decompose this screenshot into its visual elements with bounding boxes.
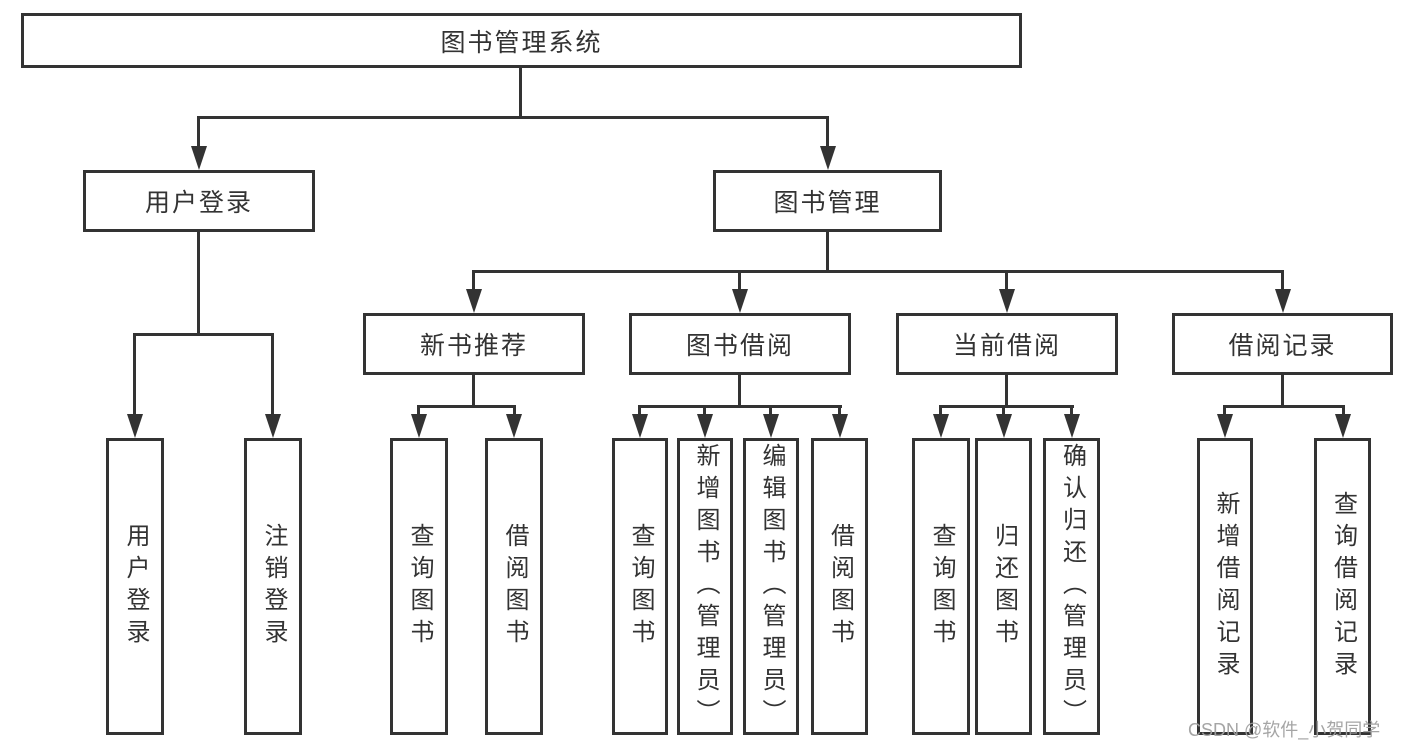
arrow-down-icon xyxy=(763,414,779,438)
node-current-borrowing: 当前借阅 xyxy=(896,313,1118,375)
node-book-borrowing: 图书借阅 xyxy=(629,313,851,375)
node-label: 用户登录 xyxy=(144,189,253,217)
leaf-query-books-current: 查询图书 xyxy=(912,438,970,735)
arrow-down-icon xyxy=(933,414,949,438)
connector-user-login-horizontal xyxy=(133,333,274,336)
leaf-label: 归还图书 xyxy=(990,522,1018,651)
connector-stem xyxy=(472,375,475,407)
arrow-down-icon xyxy=(411,414,427,438)
connector-stem xyxy=(738,375,741,407)
csdn-watermark: CSDN @软件_小贺同学 xyxy=(1188,720,1381,740)
connector-arrow-stem xyxy=(1281,270,1284,291)
node-label: 当前借阅 xyxy=(952,332,1061,360)
node-new-book-recommend: 新书推荐 xyxy=(363,313,585,375)
leaf-add-book-admin: 新增图书（管理员） xyxy=(677,438,733,735)
connector-arrow-stem xyxy=(738,270,741,291)
leaf-borrow-books-borrowing: 借阅图书 xyxy=(811,438,868,735)
connector-arrow-stem xyxy=(703,405,706,416)
arrow-down-icon xyxy=(999,289,1015,313)
connector-arrow-stem xyxy=(939,405,942,416)
arrow-down-icon xyxy=(632,414,648,438)
connector-arrow-stem xyxy=(513,405,516,416)
arrow-down-icon xyxy=(1217,414,1233,438)
leaf-borrow-books-recommend: 借阅图书 xyxy=(485,438,543,735)
connector-arrow-stem xyxy=(1005,270,1008,291)
leaf-label: 借阅图书 xyxy=(826,522,854,651)
connector-stem xyxy=(1005,375,1008,407)
leaf-query-books-borrowing: 查询图书 xyxy=(612,438,668,735)
arrow-down-icon xyxy=(996,414,1012,438)
leaf-return-books: 归还图书 xyxy=(975,438,1032,735)
node-label: 图书借阅 xyxy=(685,332,794,360)
leaf-query-borrow-record: 查询借阅记录 xyxy=(1314,438,1371,735)
node-label: 图书管理系统 xyxy=(440,28,603,57)
connector-arrow-stem xyxy=(1070,405,1073,416)
connector-horizontal xyxy=(417,405,516,408)
leaf-label: 编辑图书（管理员） xyxy=(758,442,785,731)
connector-book-mgmt-horizontal xyxy=(472,270,1284,273)
connector-horizontal xyxy=(939,405,1074,408)
leaf-label: 确认归还（管理员） xyxy=(1058,442,1086,731)
arrow-down-icon xyxy=(265,414,281,438)
connector-arrow-stem xyxy=(1223,405,1226,416)
arrow-down-icon xyxy=(466,289,482,313)
connector-book-mgmt-stem xyxy=(826,232,829,272)
leaf-label: 注销登录 xyxy=(260,522,287,651)
leaf-label: 查询图书 xyxy=(928,522,955,651)
connector-arrow-stem xyxy=(133,333,136,416)
leaf-label: 借阅图书 xyxy=(501,522,528,651)
connector-horizontal xyxy=(1223,405,1345,408)
connector-root-stem xyxy=(519,68,522,118)
connector-arrow-stem xyxy=(417,405,420,416)
leaf-label: 新增图书（管理员） xyxy=(692,442,719,731)
connector-arrow-stem xyxy=(769,405,772,416)
leaf-label: 新增借阅记录 xyxy=(1212,490,1239,683)
connector-arrow-stem xyxy=(826,116,829,148)
node-label: 图书管理 xyxy=(773,189,882,217)
connector-stem xyxy=(1281,375,1284,407)
node-borrowing-records: 借阅记录 xyxy=(1172,313,1393,375)
leaf-logout: 注销登录 xyxy=(244,438,302,735)
arrow-down-icon xyxy=(820,146,836,170)
connector-arrow-stem xyxy=(1342,405,1345,416)
leaf-edit-book-admin: 编辑图书（管理员） xyxy=(743,438,799,735)
leaf-user-login: 用户登录 xyxy=(106,438,164,735)
arrow-down-icon xyxy=(191,146,207,170)
connector-user-login-stem xyxy=(197,232,200,335)
node-book-management: 图书管理 xyxy=(713,170,942,232)
connector-arrow-stem xyxy=(1002,405,1005,416)
node-library-management-system: 图书管理系统 xyxy=(21,13,1022,68)
connector-arrow-stem xyxy=(838,405,841,416)
leaf-label: 用户登录 xyxy=(122,522,149,651)
leaf-label: 查询图书 xyxy=(406,522,433,651)
connector-arrow-stem xyxy=(638,405,641,416)
node-label: 新书推荐 xyxy=(419,332,528,360)
node-user-login: 用户登录 xyxy=(83,170,315,232)
leaf-add-borrow-record: 新增借阅记录 xyxy=(1197,438,1253,735)
leaf-label: 查询图书 xyxy=(627,522,654,651)
arrow-down-icon xyxy=(732,289,748,313)
connector-arrow-stem xyxy=(472,270,475,291)
leaf-query-books-recommend: 查询图书 xyxy=(390,438,448,735)
node-label: 借阅记录 xyxy=(1228,332,1337,360)
connector-arrow-stem xyxy=(271,333,274,416)
connector-root-horizontal xyxy=(197,116,829,119)
arrow-down-icon xyxy=(1335,414,1351,438)
arrow-down-icon xyxy=(1064,414,1080,438)
arrow-down-icon xyxy=(832,414,848,438)
connector-horizontal xyxy=(638,405,842,408)
arrow-down-icon xyxy=(506,414,522,438)
connector-arrow-stem xyxy=(197,116,200,148)
arrow-down-icon xyxy=(127,414,143,438)
leaf-label: 查询借阅记录 xyxy=(1329,490,1357,683)
arrow-down-icon xyxy=(697,414,713,438)
arrow-down-icon xyxy=(1275,289,1291,313)
leaf-confirm-return-admin: 确认归还（管理员） xyxy=(1043,438,1100,735)
